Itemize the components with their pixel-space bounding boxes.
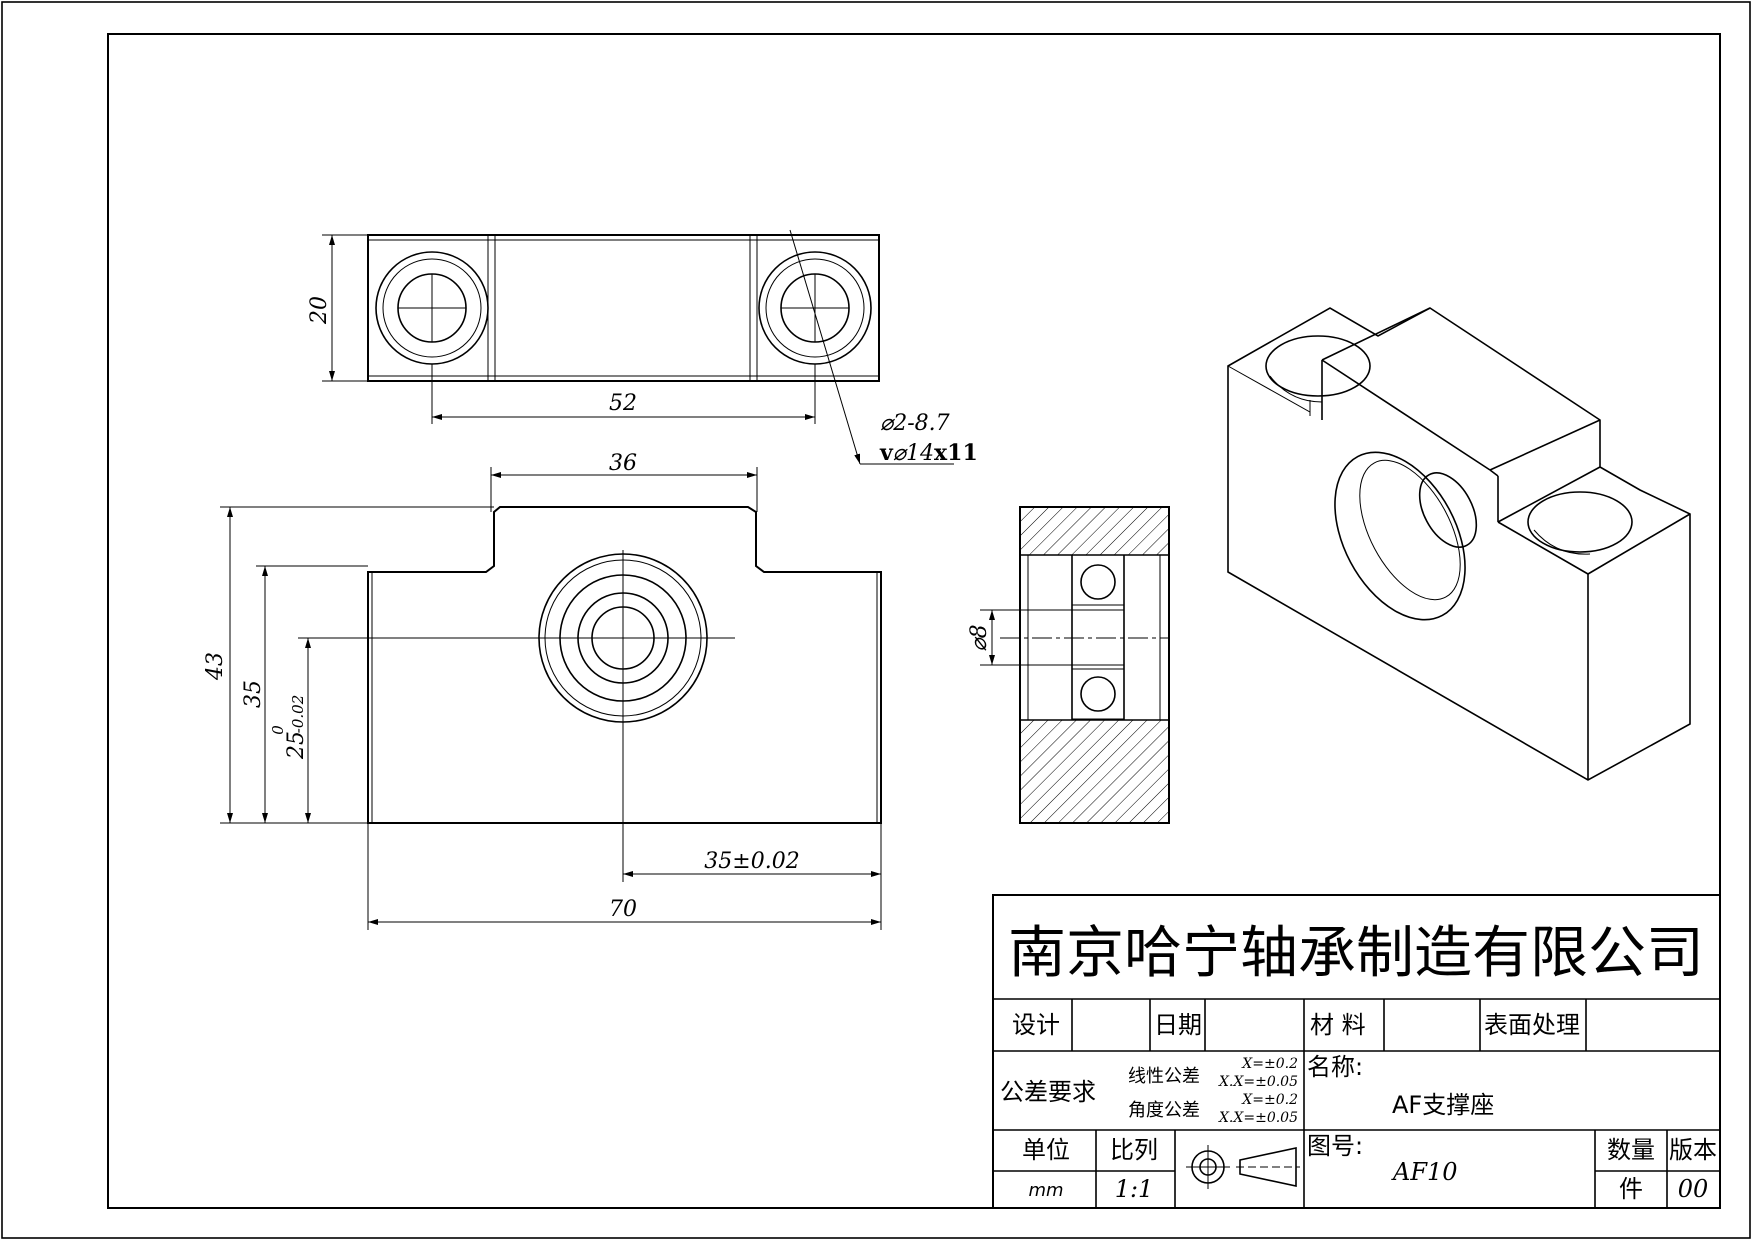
angular-tol-1: X=±0.2 (1241, 1092, 1298, 1108)
dim-front-center-tol-lower: -0.02 (289, 695, 307, 733)
dim-section-bore: ⌀8 (967, 624, 992, 651)
version-label: 版本 (1669, 1136, 1717, 1164)
projection-symbol-icon (1186, 1145, 1300, 1189)
tolerance-label: 公差要求 (1000, 1078, 1096, 1106)
version-value: 00 (1678, 1175, 1709, 1203)
scale-label: 比列 (1110, 1136, 1158, 1164)
linear-tol-label: 线性公差 (1128, 1066, 1200, 1087)
dim-front-width: 70 (609, 897, 637, 922)
drawing-no-value: AF10 (1391, 1158, 1458, 1186)
dim-top-span: 52 (609, 391, 637, 416)
dim-front-height: 43 (203, 652, 228, 681)
inner-frame (107, 33, 1721, 1209)
isometric-view (1227, 307, 1691, 781)
company-name: 南京哈宁轴承制造有限公司 (1008, 921, 1704, 986)
unit-value: mm (1028, 1180, 1063, 1201)
top-view: 20 52 ⌀2-8.7 v⌀14x11 (307, 229, 978, 466)
angular-tol-2: X.X=±0.05 (1218, 1110, 1298, 1126)
section-view: ⌀8 (967, 506, 1170, 824)
dim-front-center-tol-upper: 0 (269, 725, 287, 735)
quantity-label: 数量 (1607, 1136, 1655, 1164)
hole-callout-2: v⌀14x11 (879, 440, 978, 466)
name-label: 名称: (1307, 1053, 1363, 1081)
front-view: 36 43 35 25 0 -0.02 35±0.02 70 (203, 451, 882, 930)
material-label: 材 料 (1310, 1011, 1366, 1039)
design-label: 设计 (1012, 1011, 1060, 1039)
name-value: AF支撑座 (1392, 1091, 1494, 1119)
linear-tol-2: X.X=±0.05 (1218, 1074, 1298, 1090)
surface-label: 表面处理 (1484, 1011, 1580, 1039)
title-block: 南京哈宁轴承制造有限公司 设计 日期 材 料 表面处理 公差要求 线性公差 角度… (992, 894, 1721, 1209)
hole-callout-1: ⌀2-8.7 (880, 411, 950, 436)
drawing-no-label: 图号: (1307, 1132, 1363, 1160)
unit-label: 单位 (1022, 1136, 1070, 1164)
linear-tol-1: X=±0.2 (1241, 1056, 1298, 1072)
dim-front-half: 35±0.02 (704, 849, 799, 874)
scale-value: 1:1 (1115, 1175, 1154, 1203)
dim-top-width: 20 (307, 296, 332, 325)
date-label: 日期 (1154, 1011, 1202, 1039)
dim-front-center-height: 25 (284, 731, 309, 760)
dim-front-shoulder: 35 (241, 680, 266, 708)
quantity-value: 件 (1619, 1175, 1643, 1203)
dim-front-step: 36 (609, 451, 637, 476)
angular-tol-label: 角度公差 (1128, 1100, 1200, 1121)
